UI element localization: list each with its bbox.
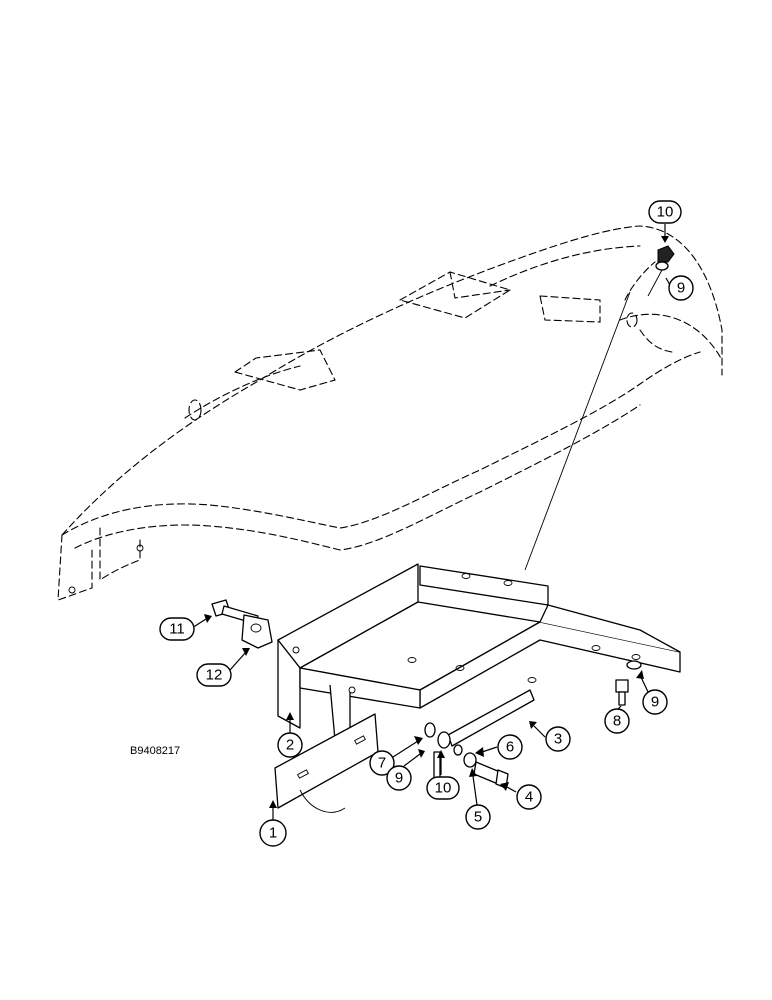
callout-9-lower: 9 <box>386 765 412 791</box>
bracket-assembly <box>277 563 681 741</box>
callout-12-label: 12 <box>206 667 223 684</box>
callout-4: 4 <box>516 784 542 810</box>
callout-9-right: 9 <box>642 689 668 715</box>
strip-part-3 <box>447 689 535 747</box>
fender-outline <box>57 225 723 601</box>
callout-9-right-label: 9 <box>651 694 659 711</box>
callout-10-top-label: 10 <box>657 204 674 221</box>
callout-9-top: 9 <box>668 275 694 301</box>
callout-10-top: 10 <box>648 200 682 224</box>
callout-9-top-label: 9 <box>677 280 685 297</box>
callout-6: 6 <box>497 734 523 760</box>
callout-8-label: 8 <box>613 713 621 730</box>
callout-10-lower-label: 10 <box>435 780 452 797</box>
callout-11-label: 11 <box>169 621 185 638</box>
leaders <box>191 224 671 820</box>
callout-7: 7 <box>369 750 395 776</box>
callout-5: 5 <box>465 804 491 830</box>
callout-6-label: 6 <box>506 739 514 756</box>
callout-11: 11 <box>159 617 195 641</box>
callout-1-label: 1 <box>269 825 277 842</box>
callout-7-label: 7 <box>378 755 386 772</box>
callout-4-label: 4 <box>525 789 533 806</box>
pad-hook <box>299 789 346 813</box>
top-nut-washer <box>647 245 675 297</box>
clamp-bolt-assembly <box>211 599 273 649</box>
callout-1: 1 <box>259 819 287 847</box>
callout-10-lower: 10 <box>426 776 460 800</box>
callout-5-label: 5 <box>474 809 482 826</box>
alignment-line <box>524 291 631 571</box>
callout-12: 12 <box>196 663 232 687</box>
callout-8: 8 <box>604 708 630 734</box>
right-bolt-washer <box>615 660 642 706</box>
callout-3: 3 <box>545 726 571 752</box>
callout-9-lower-label: 9 <box>395 770 403 787</box>
callout-3-label: 3 <box>554 731 562 748</box>
callout-2: 2 <box>277 732 303 758</box>
figure-reference-id: B9408217 <box>130 745 180 757</box>
callout-2-label: 2 <box>286 737 294 754</box>
